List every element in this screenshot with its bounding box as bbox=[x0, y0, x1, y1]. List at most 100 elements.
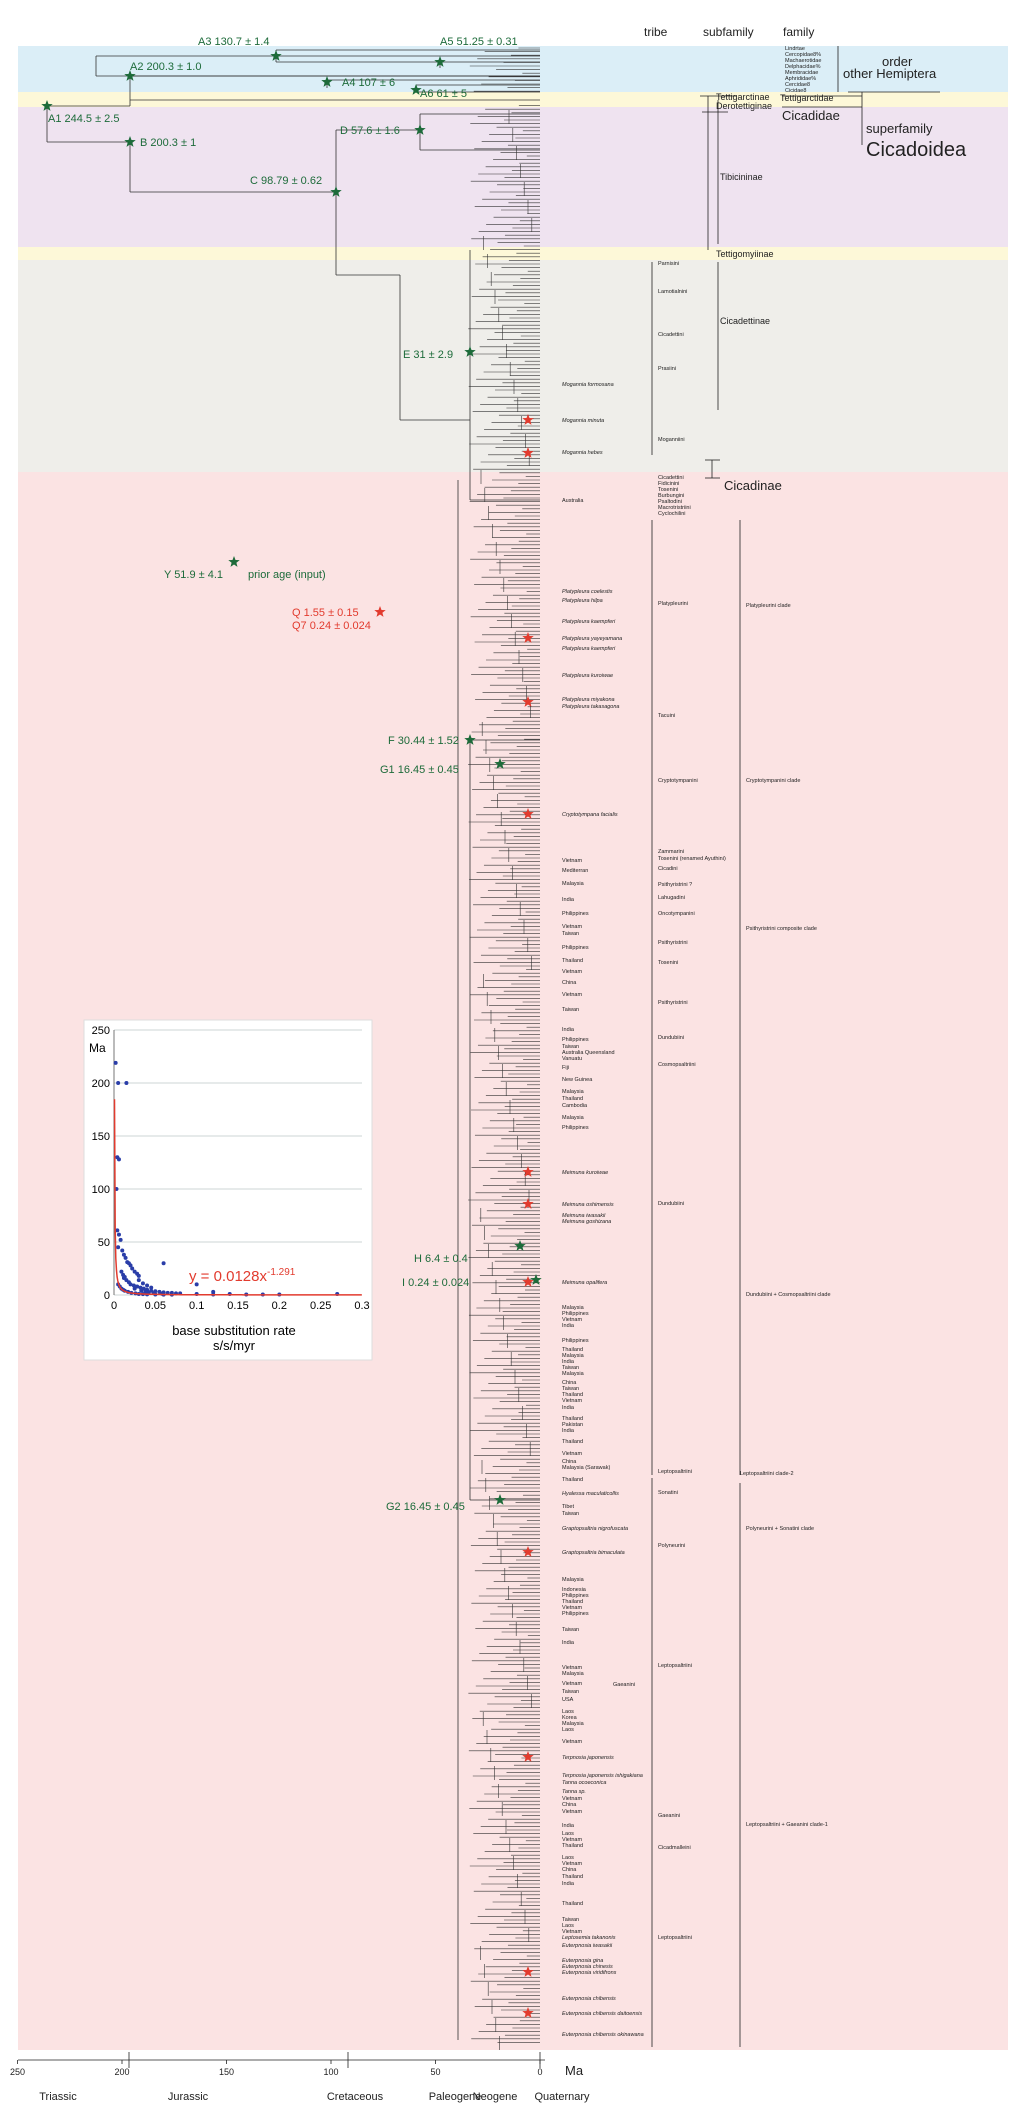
cicadinae-tribe-name: Macrotristriini bbox=[658, 505, 691, 511]
red-node-star bbox=[374, 606, 386, 617]
red-node-star bbox=[522, 808, 534, 819]
inset-y-tick: 200 bbox=[92, 1078, 110, 1090]
node-g2-label: G2 16.45 ± 0.45 bbox=[386, 1501, 465, 1513]
taxon-label: Malaysia bbox=[562, 881, 585, 887]
axis-tick-label: 250 bbox=[10, 2067, 25, 2077]
axis-tick-label: 100 bbox=[323, 2067, 338, 2077]
inset-y-tick: 100 bbox=[92, 1184, 110, 1196]
clade-platypleurini: Platypleurini clade bbox=[746, 603, 791, 609]
taxon-label: Taiwan bbox=[562, 1511, 579, 1517]
node-prior-label: prior age (input) bbox=[248, 569, 326, 581]
taxon-label: Thailand bbox=[562, 1901, 583, 1907]
taxon-label: Graptopsaltria bimaculata bbox=[562, 1550, 625, 1556]
green-node-star bbox=[228, 556, 240, 567]
cicadinae-family-label: Cicadinae bbox=[724, 478, 782, 493]
tribe-psithyristrini-2: Psithyristrini bbox=[658, 1000, 688, 1006]
green-node-star bbox=[494, 1494, 506, 1505]
taxon-label: Euterpnosia chibensis bbox=[562, 1996, 616, 2002]
inset-data-point bbox=[123, 1255, 128, 1260]
inset-data-point bbox=[149, 1285, 154, 1290]
taxon-label: Mogannia minuta bbox=[562, 418, 604, 424]
clade-labels: Platypleurini clade Cryptotympanini clad… bbox=[740, 603, 831, 1828]
band-tettigarctidae bbox=[18, 92, 1008, 107]
green-node-star bbox=[321, 76, 333, 87]
subfamily-tettigarctinae: Tettigarctinae bbox=[716, 92, 770, 102]
tribe-tosenini-renamed: Tosenini (renamed Ayuthini) bbox=[658, 856, 726, 862]
inset-xlabel-1: base substitution rate bbox=[172, 1323, 296, 1338]
node-y-label: Y 51.9 ± 4.1 bbox=[164, 569, 223, 581]
taxon-label: India bbox=[562, 1428, 575, 1434]
clade-leptopsaltriini-2: Leptopsaltriini clade-2 bbox=[740, 1471, 794, 1477]
taxon-label: Laos bbox=[562, 1923, 574, 1929]
inset-x-tick: 0.2 bbox=[272, 1300, 287, 1312]
taxon-label: New Guinea bbox=[562, 1077, 593, 1083]
tribe-dundubiini-1: Dundubiini bbox=[658, 1035, 684, 1041]
taxon-label: Euterpnosia chinesis bbox=[562, 1964, 613, 1970]
taxon-label: Thailand bbox=[562, 1599, 583, 1605]
era-label: Neogene bbox=[473, 2091, 518, 2103]
outgroup-name: Lindrtae bbox=[785, 46, 805, 52]
taxon-label: Hyalessa maculaticollis bbox=[562, 1491, 619, 1497]
outgroup-name: Membracidae bbox=[785, 70, 818, 76]
red-node-star bbox=[522, 1166, 534, 1177]
taxon-label: India bbox=[562, 1881, 575, 1887]
inset-y-tick: 150 bbox=[92, 1131, 110, 1143]
node-d-label: D 57.6 ± 1.6 bbox=[340, 125, 400, 137]
green-node-star bbox=[124, 70, 136, 81]
taxon-label: Vietnam bbox=[562, 1317, 582, 1323]
cicadinae-tribe-name: Psaltodini bbox=[658, 499, 682, 505]
taxon-label: Malaysia bbox=[562, 1721, 585, 1727]
red-node-star bbox=[522, 1276, 534, 1287]
tribe-labels: Parnisini Lamotialnini Cicadettini Prasi… bbox=[613, 261, 726, 1941]
subfamily-cicadettinae: Cicadettinae bbox=[720, 316, 770, 326]
inset-data-point bbox=[138, 1285, 143, 1290]
tribe-lamotialnini: Lamotialnini bbox=[658, 289, 687, 295]
node-e-label: E 31 ± 2.9 bbox=[403, 349, 453, 361]
taxon-label: Philippines bbox=[562, 1611, 589, 1617]
tribe-cryptotympanini: Cryptotympanini bbox=[658, 778, 698, 784]
taxon-label: Thailand bbox=[562, 1439, 583, 1445]
taxon-label: Meimuna opalifera bbox=[562, 1280, 607, 1286]
inset-data-point bbox=[211, 1289, 216, 1294]
era-label: Paleogene bbox=[429, 2091, 482, 2103]
green-node-star bbox=[494, 758, 506, 769]
inset-data-point bbox=[140, 1281, 145, 1286]
taxon-label: Vietnam bbox=[562, 992, 582, 998]
cicadidae-family-label: Cicadidae bbox=[782, 108, 840, 123]
inset-data-point bbox=[113, 1060, 118, 1065]
inset-data-point bbox=[124, 1081, 129, 1085]
tribe-psithyristrini-q: Psithyristrini ? bbox=[658, 882, 692, 888]
clade-dundubiini: Dundubiini + Cosmopsaltriini clade bbox=[746, 1292, 831, 1298]
taxon-label: Vietnam bbox=[562, 924, 582, 930]
taxon-label: Malaysia bbox=[562, 1353, 585, 1359]
inset-x-tick: 0.15 bbox=[227, 1300, 248, 1312]
red-node-star bbox=[522, 1966, 534, 1977]
inset-y-unit: Ma bbox=[89, 1041, 106, 1055]
header-subfamily: subfamily bbox=[703, 25, 754, 39]
taxon-label: Taiwan bbox=[562, 1044, 579, 1050]
era-label: Quaternary bbox=[534, 2091, 590, 2103]
tribe-cicadmalleini: Cicadmalleini bbox=[658, 1845, 691, 1851]
inset-equation: y = 0.0128x-1.291 bbox=[189, 1267, 296, 1285]
taxon-label: Platypleura kaempferi bbox=[562, 646, 616, 652]
node-a1-label: A1 244.5 ± 2.5 bbox=[48, 113, 119, 125]
subfamily-tettigomyiinae: Tettigomyiinae bbox=[716, 249, 774, 259]
red-node-star bbox=[522, 2007, 534, 2018]
taxon-label: Australia bbox=[562, 498, 584, 504]
inset-xlabel-2: s/s/myr bbox=[213, 1338, 256, 1353]
node-f-label: F 30.44 ± 1.52 bbox=[388, 735, 459, 747]
green-node-star bbox=[124, 136, 136, 147]
taxon-label: Taiwan bbox=[562, 1627, 579, 1633]
green-node-star bbox=[530, 1274, 542, 1285]
outgroup-name-list: LindrtaeCercopidae8%MachaerotidaeDelphac… bbox=[785, 46, 821, 94]
inset-data-point bbox=[122, 1274, 127, 1279]
superfamily-label: superfamily bbox=[866, 121, 933, 136]
cicadinae-tribe-name: Cyclochilini bbox=[658, 511, 686, 517]
taxon-label: Taiwan bbox=[562, 1007, 579, 1013]
inset-x-tick: 0.05 bbox=[145, 1300, 166, 1312]
taxon-label: Thailand bbox=[562, 1874, 583, 1880]
taxon-label: Australia Queensland bbox=[562, 1050, 615, 1056]
band-other-hemiptera bbox=[18, 46, 1008, 92]
